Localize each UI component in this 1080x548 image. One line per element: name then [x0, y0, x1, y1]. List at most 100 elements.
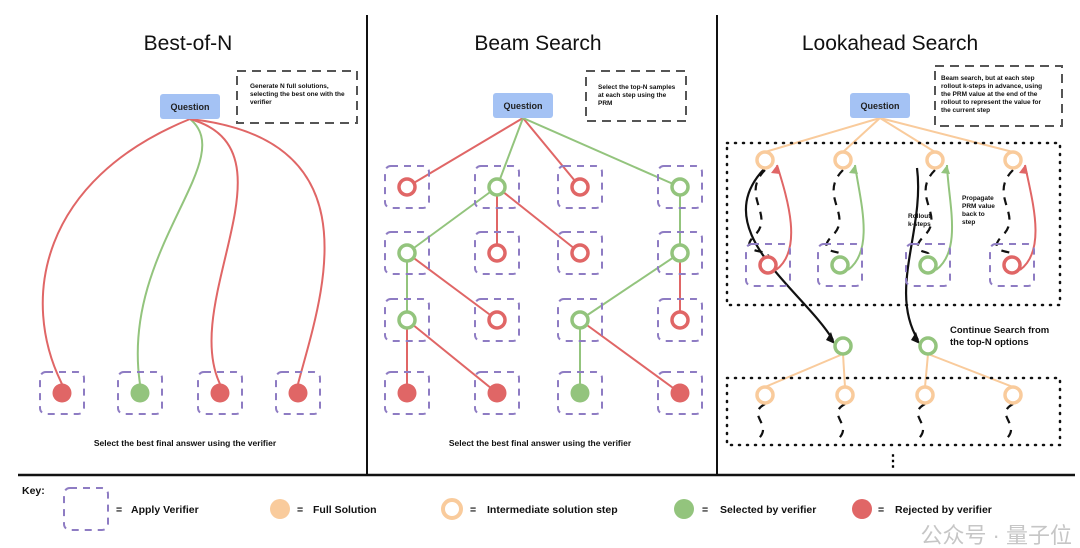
- dashed-box-icon: [63, 487, 109, 531]
- verifier-box: [474, 371, 520, 415]
- verifier-box: [39, 371, 85, 415]
- svg-text:=: =: [702, 504, 708, 516]
- orange-edge: [764, 353, 844, 388]
- arrowhead-icon: [1019, 165, 1028, 174]
- note-box-beam: [585, 70, 687, 122]
- orange-step-node: [915, 385, 935, 405]
- orange-edge: [879, 117, 1014, 153]
- orange-step-node: [835, 385, 855, 405]
- key-apply-verifier: = Apply Verifier: [63, 487, 199, 531]
- red-solution-node: [670, 383, 690, 403]
- svg-text:Selected by verifier: Selected by verifier: [720, 504, 816, 516]
- key-intermediate-step: =Intermediate solution step: [441, 498, 618, 520]
- red-edge: [775, 164, 793, 271]
- green-step-node: [487, 177, 507, 197]
- red-step-node: [758, 255, 778, 275]
- orange-edge: [842, 117, 881, 153]
- red-step-node: [570, 243, 590, 263]
- green-edge: [579, 252, 681, 321]
- question-node-beam: Question: [493, 93, 553, 118]
- rollout-squiggle: [748, 169, 770, 256]
- red-solution-node: [487, 383, 507, 403]
- green-edge: [847, 164, 865, 271]
- red-solution-node: [397, 383, 417, 403]
- verifier-box: [817, 243, 863, 287]
- svg-text:Question: Question: [860, 101, 899, 111]
- caption-best-of-n: Select the best final answer using the v…: [94, 438, 277, 448]
- green-edge: [406, 186, 498, 254]
- verifier-box: [557, 298, 603, 342]
- red-step-node: [397, 177, 417, 197]
- panel-title-lookahead: Lookahead Search: [802, 32, 978, 55]
- orange-edge: [764, 117, 881, 153]
- rollout-squiggle: [1004, 403, 1014, 441]
- rollout-squiggle: [916, 403, 926, 441]
- svg-text:=: =: [470, 504, 476, 516]
- verifier-box: [384, 231, 430, 275]
- green-edge: [496, 117, 524, 188]
- arrowhead-icon: [826, 332, 835, 344]
- verifier-box: [657, 371, 703, 415]
- orange-step-node: [833, 150, 853, 170]
- orange-edge: [927, 353, 1014, 388]
- svg-text:Question: Question: [170, 102, 209, 112]
- question-node-best-of-n: Question: [160, 94, 220, 119]
- red-solution-node: [288, 383, 308, 403]
- red-solution-node: [210, 383, 230, 403]
- red-step-node: [570, 177, 590, 197]
- arrowhead-icon: [849, 165, 858, 174]
- orange-step-node: [755, 385, 775, 405]
- green-edge: [136, 118, 204, 385]
- green-step-node: [670, 177, 690, 197]
- svg-text:Full Solution: Full Solution: [313, 504, 377, 516]
- verifier-box: [557, 231, 603, 275]
- rollout-squiggle: [825, 169, 844, 256]
- verifier-box: [384, 371, 430, 415]
- svg-text:=: =: [297, 504, 303, 516]
- red-edge: [406, 117, 524, 188]
- red-edge: [41, 118, 191, 385]
- green-solution-node: [570, 383, 590, 403]
- svg-text:Rejected by verifier: Rejected by verifier: [895, 504, 992, 516]
- svg-text:=: =: [878, 504, 884, 516]
- orange-edge: [879, 117, 936, 153]
- filled-orange-circle-icon: [270, 499, 290, 519]
- verifier-box: [275, 371, 321, 415]
- red-edge: [406, 319, 498, 394]
- rollout-squiggle: [995, 169, 1014, 256]
- note-box-best-of-n: [236, 70, 358, 124]
- green-step-node: [670, 243, 690, 263]
- orange-step-node: [755, 150, 775, 170]
- arrowhead-icon: [911, 332, 920, 344]
- red-edge: [579, 319, 681, 394]
- rollout-squiggle: [836, 403, 846, 441]
- verifier-box: [989, 243, 1035, 287]
- green-step-node: [918, 336, 938, 356]
- verifier-box: [474, 298, 520, 342]
- key-rejected: = Rejected by verifier: [852, 499, 992, 519]
- panel-title-best-of-n: Best-of-N: [144, 32, 233, 55]
- svg-text:Apply Verifier: Apply Verifier: [131, 504, 199, 516]
- red-edge: [522, 117, 581, 188]
- svg-text:=: =: [116, 504, 122, 516]
- verifier-box: [557, 165, 603, 209]
- panel-title-beam-search: Beam Search: [474, 32, 601, 55]
- red-step-node: [487, 310, 507, 330]
- verifier-box: [745, 243, 791, 287]
- red-step-node: [487, 243, 507, 263]
- verifier-box: [657, 165, 703, 209]
- verifier-box: [905, 243, 951, 287]
- verifier-box: [197, 371, 243, 415]
- orange-ring-icon: [441, 498, 463, 520]
- note-box-lookahead: [934, 65, 1063, 127]
- red-edge: [189, 118, 239, 385]
- green-solution-node: [130, 383, 150, 403]
- verifier-box: [474, 165, 520, 209]
- verifier-box: [384, 298, 430, 342]
- red-step-node: [670, 310, 690, 330]
